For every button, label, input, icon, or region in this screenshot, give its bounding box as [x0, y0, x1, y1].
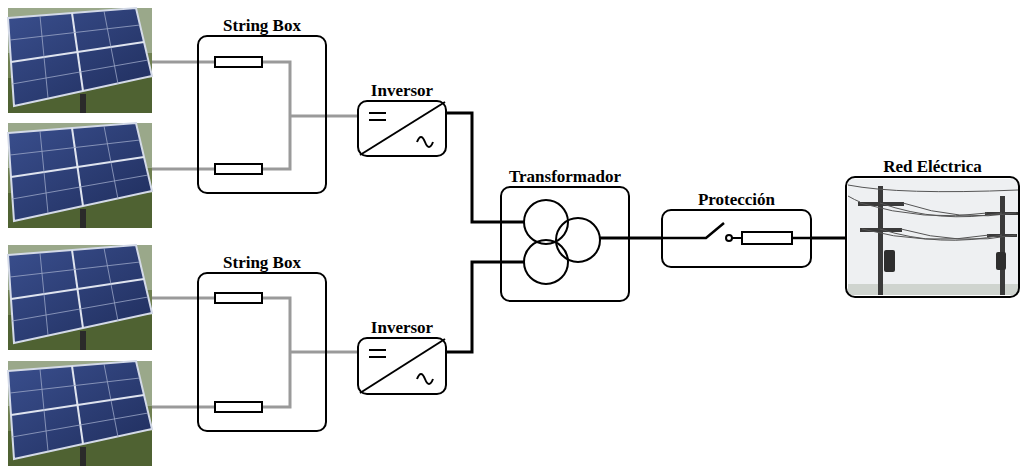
box-heading: Transformador — [509, 167, 621, 186]
solar-panel — [8, 8, 152, 113]
solar-panel — [8, 123, 152, 228]
string-box: String Box — [197, 272, 327, 432]
box-heading: String Box — [223, 16, 301, 35]
box-heading: String Box — [223, 253, 301, 272]
ac-wire — [447, 113, 500, 222]
inverter-symbol — [360, 102, 445, 393]
box-heading: Protección — [698, 190, 775, 209]
inverter-box: Inversor — [357, 337, 447, 395]
solar-panel — [8, 361, 152, 466]
ac-wire — [447, 262, 500, 352]
power-grid-picture — [848, 179, 1018, 295]
box-heading: Inversor — [371, 318, 433, 337]
fuse-symbol — [215, 57, 262, 412]
grid-box: Red Eléctrica — [845, 176, 1020, 298]
protection-box: Protección — [661, 209, 812, 268]
ac-wire — [630, 237, 661, 240]
ac-wire — [812, 237, 845, 240]
box-heading: Inversor — [371, 81, 433, 100]
dc-wire — [327, 351, 357, 354]
string-box: String Box — [197, 35, 327, 194]
dc-wire — [327, 115, 357, 118]
transformer-symbol — [500, 200, 630, 284]
dc-wiring — [152, 62, 327, 407]
box-heading: Red Eléctrica — [883, 157, 982, 176]
solar-panel — [8, 245, 152, 350]
inverter-box: Inversor — [357, 100, 447, 157]
protection-symbol — [661, 223, 812, 244]
transformer-box: Transformador — [500, 186, 630, 302]
